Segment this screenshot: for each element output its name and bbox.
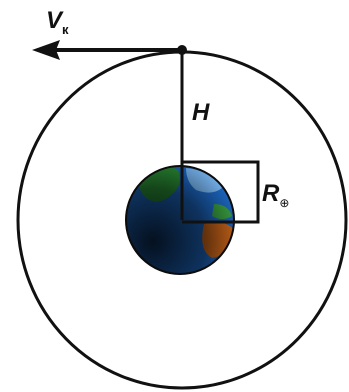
height-label: H [192,99,210,126]
radius-bracket [182,160,260,224]
velocity-arrow [32,40,182,60]
radius-label: R⊕ [262,180,289,210]
earth-globe [125,165,235,275]
velocity-label: Vк [46,7,69,37]
